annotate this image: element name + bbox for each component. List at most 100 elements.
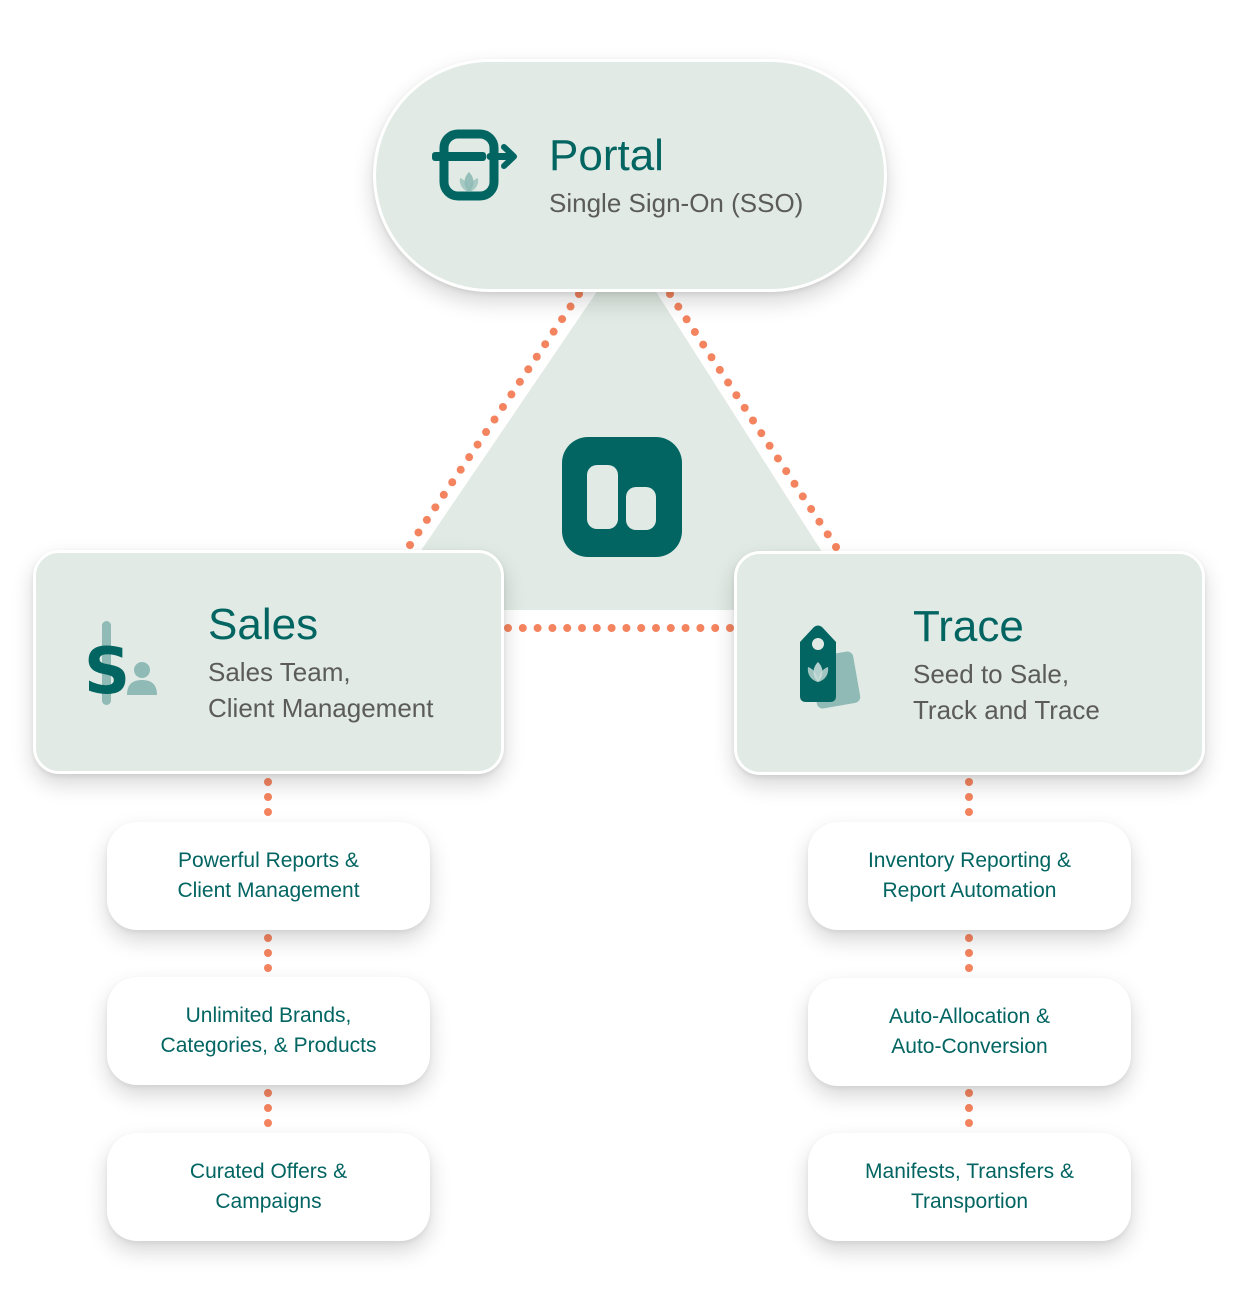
connector-dot — [674, 302, 683, 311]
connector-dot — [575, 290, 583, 298]
connector-dot — [707, 353, 716, 362]
connector-dot — [548, 624, 557, 632]
connector-dot — [439, 490, 448, 499]
connector-dot — [431, 503, 440, 512]
connector-dot — [765, 441, 774, 450]
connector-dot — [715, 365, 724, 374]
connector-dot — [696, 624, 705, 632]
connector-dot — [558, 315, 567, 324]
sales-feature-reports[interactable]: Powerful Reports & Client Management — [107, 822, 430, 930]
trace-feature-manifests[interactable]: Manifests, Transfers &Transportion — [808, 1133, 1131, 1241]
connector-portal-sales — [406, 290, 583, 549]
connector-dot — [456, 465, 465, 474]
connector-dot — [264, 793, 272, 801]
sales-subtitle-line-1: Sales Team, — [208, 657, 351, 687]
sales-feature-brands[interactable]: Unlimited Brands, Categories, & Products — [107, 977, 430, 1085]
connector-dot — [264, 934, 272, 942]
connector-dot — [637, 624, 646, 632]
feature-line: Curated Offers & — [189, 1160, 348, 1183]
connector-dot — [782, 467, 791, 476]
connector-dot — [965, 949, 973, 957]
connector-trace-features — [965, 778, 973, 1127]
feature-line: Auto-Conversion — [891, 1035, 1048, 1058]
connector-dot — [823, 530, 832, 539]
connector-dot — [681, 624, 690, 632]
feature-line: Campaigns — [215, 1190, 322, 1213]
connector-dot — [264, 808, 272, 816]
connector-dot — [965, 793, 973, 801]
connector-dot — [607, 624, 616, 632]
sales-title: Sales — [208, 600, 319, 649]
connector-dot — [726, 624, 734, 632]
connector-dot — [690, 327, 699, 336]
portal-node[interactable]: Portal Single Sign-On (SSO) — [373, 59, 887, 292]
connector-dot — [965, 1089, 973, 1097]
connector-dot — [541, 340, 550, 349]
connector-dot — [699, 340, 708, 349]
connector-dot — [749, 416, 757, 425]
connector-dot — [448, 478, 457, 487]
trace-subtitle-line-1: Seed to Sale, — [913, 659, 1070, 689]
dollar-user-icon: S — [80, 621, 166, 716]
svg-text:S: S — [84, 635, 130, 709]
connector-dot — [549, 327, 558, 336]
portal-title: Portal — [549, 131, 664, 180]
connector-dot — [832, 543, 840, 551]
connector-dot — [507, 390, 516, 399]
connector-dot — [815, 517, 824, 526]
connector-dot — [666, 624, 675, 632]
feature-line: Client Management — [177, 879, 360, 902]
connector-dot — [264, 1104, 272, 1112]
plant-tag-icon — [795, 622, 865, 717]
trace-feature-allocation[interactable]: Auto-Allocation & Auto-Conversion — [808, 978, 1131, 1086]
platform-logo-icon — [562, 437, 682, 557]
connector-dot — [422, 515, 431, 524]
connector-dot — [807, 505, 816, 514]
feature-line: Manifests, Transfers & — [865, 1160, 1074, 1183]
feature-line: Unlimited Brands, — [185, 1004, 352, 1027]
feature-line: Powerful Reports & — [178, 849, 359, 872]
connector-dot — [533, 624, 542, 632]
connector-dot — [711, 624, 720, 632]
connector-dot — [732, 391, 741, 400]
connector-dot — [965, 964, 973, 972]
sales-feature-offers[interactable]: Curated Offers & Campaigns — [107, 1133, 430, 1241]
sales-node[interactable]: S Sales Sales Team, Client Management — [33, 550, 504, 774]
trace-node[interactable]: Trace Seed to Sale, Track and Trace — [734, 551, 1205, 775]
connector-dot — [798, 492, 807, 501]
connector-dot — [652, 624, 660, 632]
connector-dot — [264, 1119, 272, 1127]
portal-sign-in-icon — [430, 126, 520, 215]
trace-subtitle-line-2: Track and Trace — [913, 695, 1100, 725]
connector-dot — [965, 778, 973, 786]
connector-dot — [504, 624, 512, 632]
connector-dot — [264, 778, 272, 786]
connector-dot — [773, 454, 782, 463]
connector-dot — [592, 624, 601, 632]
trace-feature-inventory[interactable]: Inventory Reporting &Report Automation — [808, 822, 1131, 930]
feature-line: Categories, & Products — [160, 1034, 377, 1057]
connector-dot — [518, 624, 527, 632]
connector-dot — [490, 415, 499, 424]
connector-dot — [622, 624, 631, 632]
connector-dot — [406, 541, 414, 549]
connector-dot — [757, 429, 766, 438]
connector-dot — [498, 402, 507, 411]
connector-dot — [740, 403, 749, 412]
connector-dot — [532, 352, 541, 361]
connector-sales-features — [264, 778, 272, 1127]
connector-dot — [566, 302, 575, 311]
connector-dot — [666, 290, 674, 298]
connector-sales-trace — [504, 624, 734, 632]
connector-dot — [965, 808, 973, 816]
connector-dot — [790, 479, 799, 488]
connector-dot — [465, 453, 474, 462]
connector-dot — [965, 1104, 973, 1112]
feature-line: Report Automation — [882, 879, 1057, 902]
feature-line: Auto-Allocation & — [888, 1005, 1051, 1028]
connector-dot — [965, 934, 973, 942]
connector-portal-trace — [666, 290, 840, 551]
sales-subtitle-line-2: Client Management — [208, 693, 434, 723]
connector-dot — [414, 528, 423, 537]
connector-dot — [724, 378, 733, 387]
